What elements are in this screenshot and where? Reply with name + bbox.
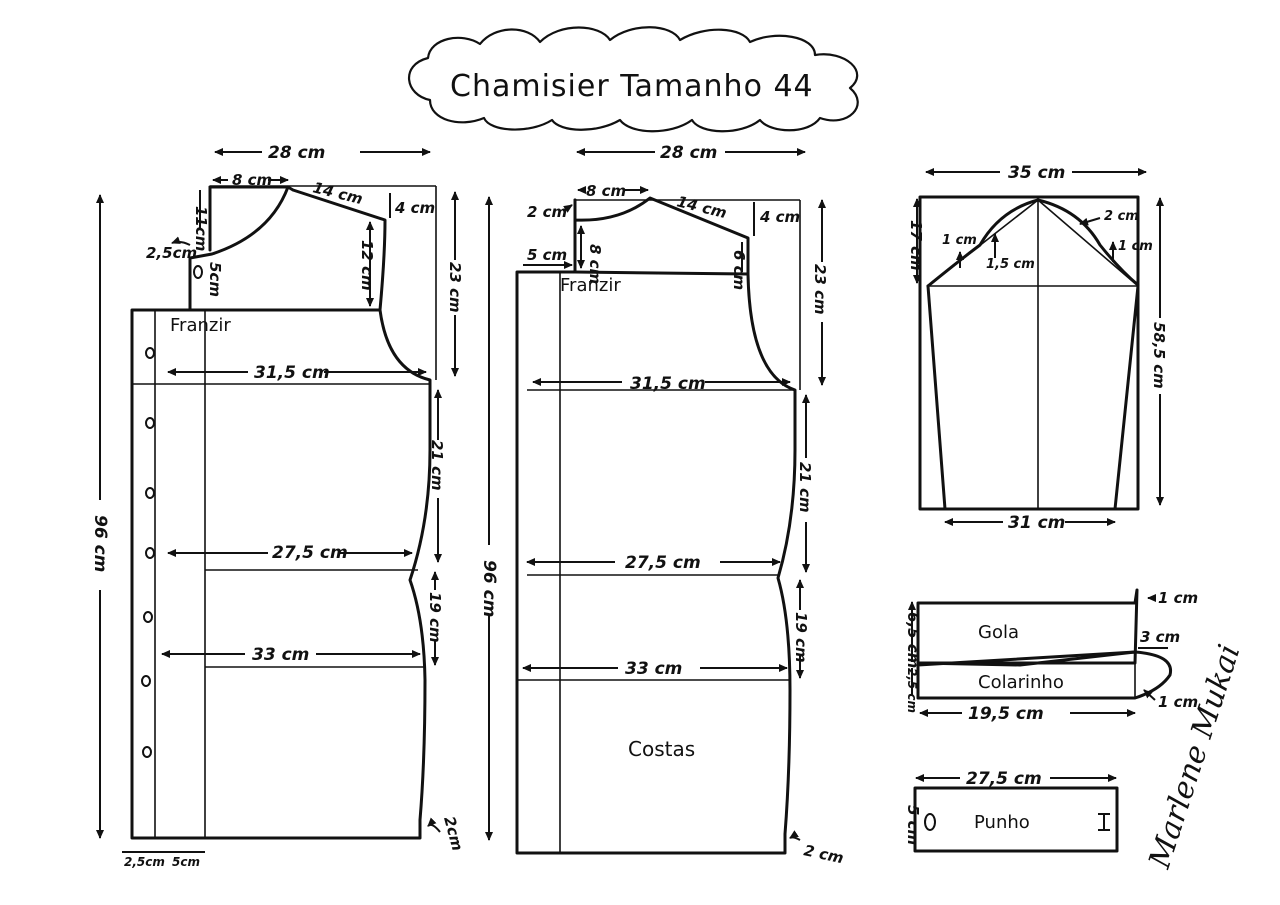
front-yoke-height: 23 cm <box>446 262 464 313</box>
sleeve-length: 58,5 cm <box>1150 322 1168 389</box>
back-waist-to-hip: 19 cm <box>792 612 810 663</box>
back-bust-to-waist: 21 cm <box>796 462 814 513</box>
front-outline <box>130 185 432 840</box>
front-hip: 33 cm <box>252 645 309 665</box>
sleeve-cap-2cm: 2 cm <box>1104 209 1139 224</box>
cuff-width: 27,5 cm <box>966 769 1042 789</box>
front-placket-ext: 2,5cm <box>146 244 197 262</box>
sleeve-cuff-width: 31 cm <box>1008 513 1065 533</box>
front-bottom-placket: 2,5cm <box>124 855 165 869</box>
back-hip: 33 cm <box>625 659 682 679</box>
back-piece-name: Costas <box>628 737 695 761</box>
front-bust: 31,5 cm <box>254 363 330 383</box>
back-piece: 28 cm 8 cm 2 cm 14 cm 4 cm 5 cm 8 cm 6 c… <box>479 143 845 867</box>
pattern-title: Chamisier Tamanho 44 <box>450 69 814 104</box>
front-neck-width: 8 cm <box>232 171 272 189</box>
front-length: 96 cm <box>90 515 110 572</box>
author-signature: Marlene Mukai <box>1142 640 1247 873</box>
sleeve-width-top: 35 cm <box>1008 163 1065 183</box>
collar-width: 19,5 cm <box>968 704 1044 724</box>
title-cloud: Chamisier Tamanho 44 <box>408 26 859 133</box>
back-fold: 5 cm <box>527 246 567 264</box>
cuff-label: Punho <box>974 812 1030 833</box>
sleeve-cap-1cm: 1 cm <box>942 233 977 248</box>
sleeve-cap-1cm-right: 1 cm <box>1118 239 1153 254</box>
front-width-top: 28 cm <box>268 143 325 163</box>
collar-colarinho-height: 2,5 cm <box>905 668 919 713</box>
front-bust-to-waist: 21 cm <box>428 440 446 491</box>
cuff-piece: 27,5 cm 5 cm Punho <box>904 769 1119 853</box>
back-width-top: 28 cm <box>660 143 717 163</box>
back-bust: 31,5 cm <box>630 374 706 394</box>
sleeve-piece: 35 cm 17 cm 1 cm 1,5 cm 2 cm 1 cm 58,5 c… <box>907 163 1168 533</box>
back-yoke-left: 8 cm <box>586 244 604 284</box>
collar-colarinho-label: Colarinho <box>978 672 1064 693</box>
back-yoke-height: 23 cm <box>811 264 829 315</box>
front-gather-label: Franzir <box>170 315 231 336</box>
back-gather-label: Franzir <box>560 275 621 296</box>
back-neck-width: 8 cm <box>586 182 626 200</box>
front-neck-drop: 11cm <box>192 206 210 251</box>
front-bottom-facing: 5cm <box>172 855 200 869</box>
back-neck-drop: 2 cm <box>527 203 567 221</box>
back-outline <box>515 196 797 855</box>
front-piece: 28 cm 8 cm 14 cm 4 cm 11cm 2,5cm 5cm 12 … <box>90 143 467 869</box>
collar-gola-rise: 1 cm <box>1158 589 1198 607</box>
front-hem-curve: 2cm <box>440 814 466 852</box>
sleeve-cap-height: 17 cm <box>907 220 925 271</box>
sleeve-cap-15cm: 1,5 cm <box>986 257 1035 272</box>
front-waist: 27,5 cm <box>272 543 348 563</box>
collar-colarinho-rise: 1 cm <box>1158 693 1198 711</box>
back-waist: 27,5 cm <box>625 553 701 573</box>
collar-gola-point: 3 cm <box>1140 628 1180 646</box>
collar-gola-label: Gola <box>978 622 1019 643</box>
back-hem-curve: 2 cm <box>802 841 845 867</box>
front-armhole: 12 cm <box>358 240 376 291</box>
back-shoulder-drop: 4 cm <box>759 208 800 226</box>
button-holes <box>141 265 203 758</box>
back-yoke-right: 6 cm <box>730 250 748 290</box>
collar-gola-height: 6,5 cm <box>904 612 922 668</box>
front-shoulder-drop: 4 cm <box>394 199 435 217</box>
front-waist-to-hip: 19 cm <box>426 592 444 643</box>
cuff-height: 5 cm <box>904 805 922 845</box>
back-length: 96 cm <box>479 560 499 617</box>
front-placket-height: 5cm <box>206 262 224 297</box>
collar-piece: 6,5 cm Gola 1 cm 3 cm 2,5 cm Colarinho 1… <box>904 588 1198 724</box>
